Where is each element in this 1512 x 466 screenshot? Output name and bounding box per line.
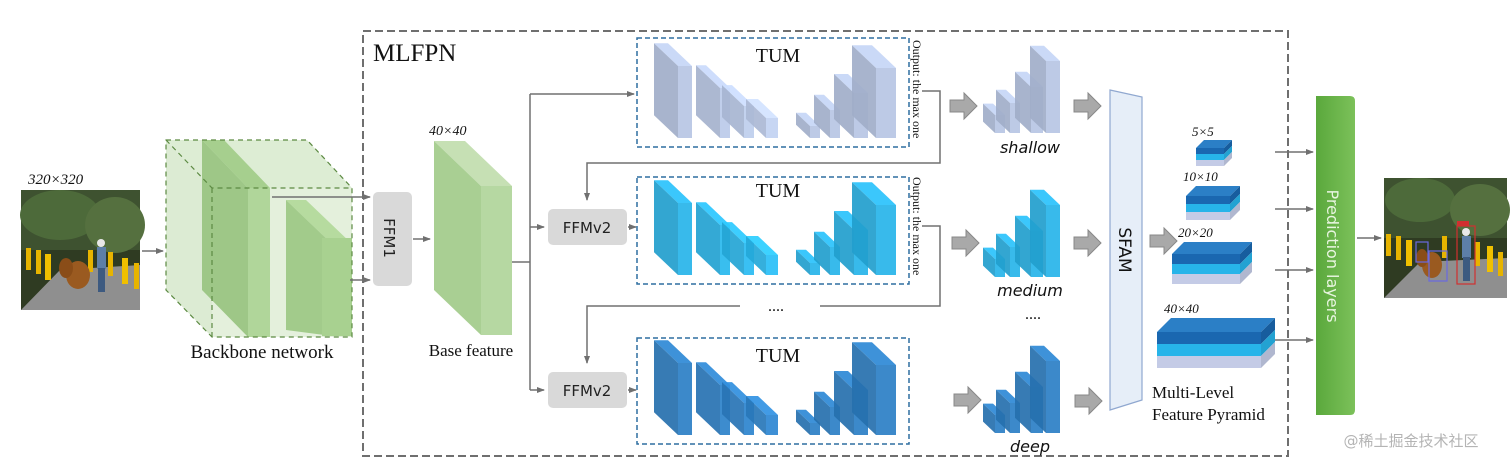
tum-encoder-slab xyxy=(746,99,778,138)
tum-block xyxy=(636,37,910,148)
base-feature-size-label: 40×40 xyxy=(429,124,466,139)
block-arrow-icon xyxy=(1073,228,1102,258)
level-slab xyxy=(996,89,1020,133)
base-feature-connectors xyxy=(512,91,635,393)
tum-output-label-1: Output: the max one xyxy=(910,40,924,138)
pyramid-label-line1: Multi-Level xyxy=(1152,383,1234,402)
pyramid-scale-20: 20×20 xyxy=(1178,225,1213,240)
base-feature-block xyxy=(434,141,512,335)
pyramid-level-40x40 xyxy=(1157,318,1275,368)
tum-encoder-slab xyxy=(746,396,778,435)
block-arrow-icon xyxy=(1073,91,1102,121)
mlfpn-title: MLFPN xyxy=(373,40,456,67)
level-ellipsis: .... xyxy=(1025,306,1041,323)
tum-block xyxy=(636,176,910,285)
level-feature-stack-shallow xyxy=(983,45,1060,133)
level-slab xyxy=(996,233,1020,277)
mlfpn-container xyxy=(362,30,1289,457)
pyramid-level-5x5 xyxy=(1196,140,1232,166)
tum-encoder-slab xyxy=(746,236,778,275)
tum-encoder-slab xyxy=(654,43,692,139)
feature-pyramid xyxy=(1157,140,1275,368)
tum-border xyxy=(636,176,910,285)
tum-decoder-slab xyxy=(852,342,896,435)
ffmv2-label: FFMv2 xyxy=(563,382,612,400)
input-image xyxy=(20,190,145,310)
input-size-label: 320×320 xyxy=(27,172,84,188)
level-label-deep: deep xyxy=(1010,437,1050,456)
tum-border xyxy=(636,37,910,148)
ffmv2-label: FFMv2 xyxy=(563,219,612,237)
tum-decoder-slab xyxy=(814,231,840,275)
feedback-connectors xyxy=(584,90,941,364)
block-arrow-icon xyxy=(951,228,980,258)
level-slab xyxy=(1030,45,1060,133)
watermark: @稀土掘金技术社区 xyxy=(1343,432,1478,450)
pyramid-arrows xyxy=(1275,149,1314,343)
block-arrow-icon xyxy=(1149,226,1178,256)
tum-group xyxy=(636,37,910,445)
pyramid-level-10x10 xyxy=(1186,186,1240,220)
ffmv2-block-2: FFMv2 xyxy=(548,372,627,408)
backbone-network xyxy=(165,139,353,338)
tum-border xyxy=(636,337,910,445)
ffm1-block: FFM1 xyxy=(373,192,412,286)
tum-decoder-slab xyxy=(814,94,840,138)
block-arrows xyxy=(949,91,1178,416)
output-image xyxy=(1384,178,1510,298)
pyramid-scale-40: 40×40 xyxy=(1164,301,1199,316)
ffmv2-block-1: FFMv2 xyxy=(548,209,627,245)
tum-label-2: TUM xyxy=(756,180,801,202)
tum-ellipsis: .... xyxy=(768,298,784,315)
pyramid-scale-5: 5×5 xyxy=(1192,124,1214,139)
block-arrow-icon xyxy=(953,385,982,415)
sfam-label: SFAM xyxy=(1114,227,1134,272)
level-label-shallow: shallow xyxy=(1000,138,1061,157)
level-slab xyxy=(996,389,1020,433)
tum-encoder-slab xyxy=(654,180,692,275)
tum-block xyxy=(636,337,910,445)
block-arrow-icon xyxy=(1074,386,1103,416)
level-slab xyxy=(1030,345,1060,433)
tum-decoder-slab xyxy=(852,45,896,139)
tum-decoder-slab xyxy=(814,391,840,435)
tum-label-3: TUM xyxy=(756,345,801,367)
tum-label-1: TUM xyxy=(756,45,801,67)
tum-output-label-2: Output: the max one xyxy=(910,177,924,275)
tum-encoder-slab xyxy=(654,340,692,435)
level-feature-stack-medium xyxy=(983,189,1060,277)
pyramid-scale-10: 10×10 xyxy=(1183,169,1218,184)
pyramid-level-20x20 xyxy=(1172,242,1252,284)
level-slab xyxy=(1030,189,1060,277)
prediction-label: Prediction layers xyxy=(1323,189,1342,322)
level-feature-stack-deep xyxy=(983,345,1060,433)
base-feature-label: Base feature xyxy=(429,341,513,360)
ffm1-label: FFM1 xyxy=(380,218,398,258)
block-arrow-icon xyxy=(949,91,978,121)
tum-decoder-slab xyxy=(852,182,896,275)
level-group xyxy=(983,45,1060,433)
prediction-layers-block: Prediction layers xyxy=(1316,96,1355,415)
backbone-label: Backbone network xyxy=(191,342,334,363)
level-label-medium: medium xyxy=(997,281,1063,300)
pyramid-label-line2: Feature Pyramid xyxy=(1152,405,1265,424)
sfam-block: SFAM xyxy=(1109,89,1143,411)
